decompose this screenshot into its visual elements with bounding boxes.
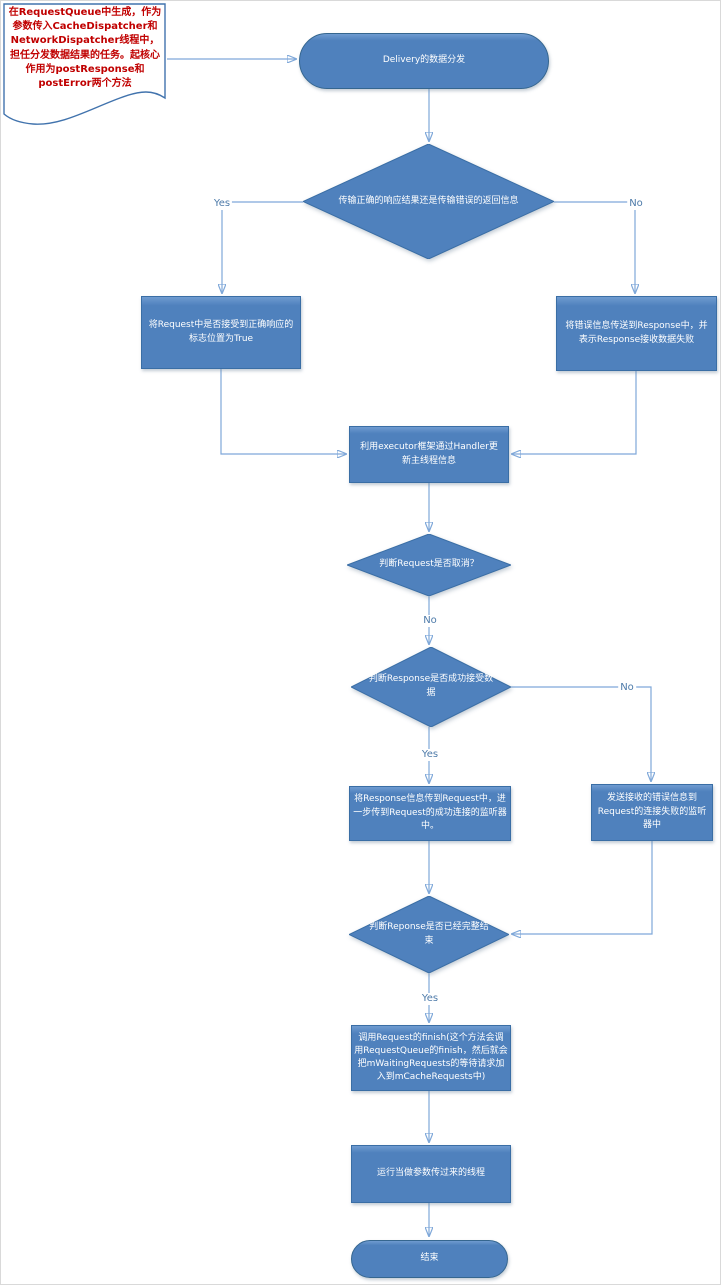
edge-label-received-no: No: [618, 682, 636, 694]
process-pass-error-to-response: 将错误信息传送到Response中，并表示Response接收数据失败: [556, 296, 717, 371]
edge-label-transfer-no: No: [627, 198, 645, 210]
decision-transfer-result: 传输正确的响应结果还是传输错误的返回信息: [303, 144, 554, 259]
process-call-finish: 调用Request的finish(这个方法会调用RequestQueue的fin…: [351, 1025, 511, 1091]
end-terminator: 结束: [351, 1240, 508, 1278]
document-shape: [3, 3, 166, 125]
process-pass-error-to-response-label: 将错误信息传送到Response中，并表示Response接收数据失败: [565, 320, 708, 345]
diamond-shape: [303, 144, 554, 259]
diamond-shape: [347, 534, 511, 596]
start-terminator-label: Delivery的数据分发: [382, 55, 466, 66]
decision-response-complete: 判断Reponse是否已经完整结束: [349, 896, 509, 973]
process-set-success-flag: 将Request中是否接受到正确响应的标志位置为True: [141, 296, 301, 369]
edge-label-received-yes: Yes: [419, 749, 441, 761]
decision-response-complete-label: 判断Reponse是否已经完整结束: [369, 921, 489, 946]
decision-request-cancelled: 判断Request是否取消？: [347, 534, 511, 596]
start-terminator: Delivery的数据分发: [299, 33, 549, 89]
diamond-shape: [349, 896, 509, 973]
process-call-finish-label: 调用Request的finish(这个方法会调用RequestQueue的fin…: [354, 1033, 508, 1082]
edge-label-complete-yes: Yes: [419, 993, 441, 1005]
decision-transfer-result-label: 传输正确的响应结果还是传输错误的返回信息: [338, 195, 519, 206]
annotation-note-text: 在RequestQueue中生成，作为参数传入CacheDispatcher和N…: [8, 7, 162, 89]
process-update-main-thread-label: 利用executor框架通过Handler更新主线程信息: [360, 441, 498, 466]
process-send-error-to-listener: 发送接收的错误信息到Request的连接失败的监听器中: [591, 784, 713, 841]
process-set-success-flag-label: 将Request中是否接受到正确响应的标志位置为True: [148, 319, 294, 344]
decision-response-received-label: 判断Response是否成功接受数据: [368, 674, 494, 698]
diamond-shape: [351, 647, 511, 727]
decision-response-received: 判断Response是否成功接受数据: [351, 647, 511, 727]
decision-request-cancelled-label: 判断Request是否取消？: [379, 559, 479, 570]
process-run-thread: 运行当做参数传过来的线程: [351, 1145, 511, 1203]
end-terminator-label: 结束: [420, 1253, 439, 1264]
edge-label-cancelled-no: No: [421, 615, 439, 627]
annotation-note: 在RequestQueue中生成，作为参数传入CacheDispatcher和N…: [3, 3, 167, 125]
process-run-thread-label: 运行当做参数传过来的线程: [376, 1168, 485, 1179]
edge-label-transfer-yes: Yes: [211, 198, 233, 210]
process-update-main-thread: 利用executor框架通过Handler更新主线程信息: [349, 426, 509, 483]
process-pass-response-to-listener: 将Response信息传到Request中，进一步传到Request的成功连接的…: [349, 786, 511, 841]
process-send-error-to-listener-label: 发送接收的错误信息到Request的连接失败的监听器中: [597, 792, 707, 831]
process-pass-response-to-listener-label: 将Response信息传到Request中，进一步传到Request的成功连接的…: [353, 793, 507, 832]
